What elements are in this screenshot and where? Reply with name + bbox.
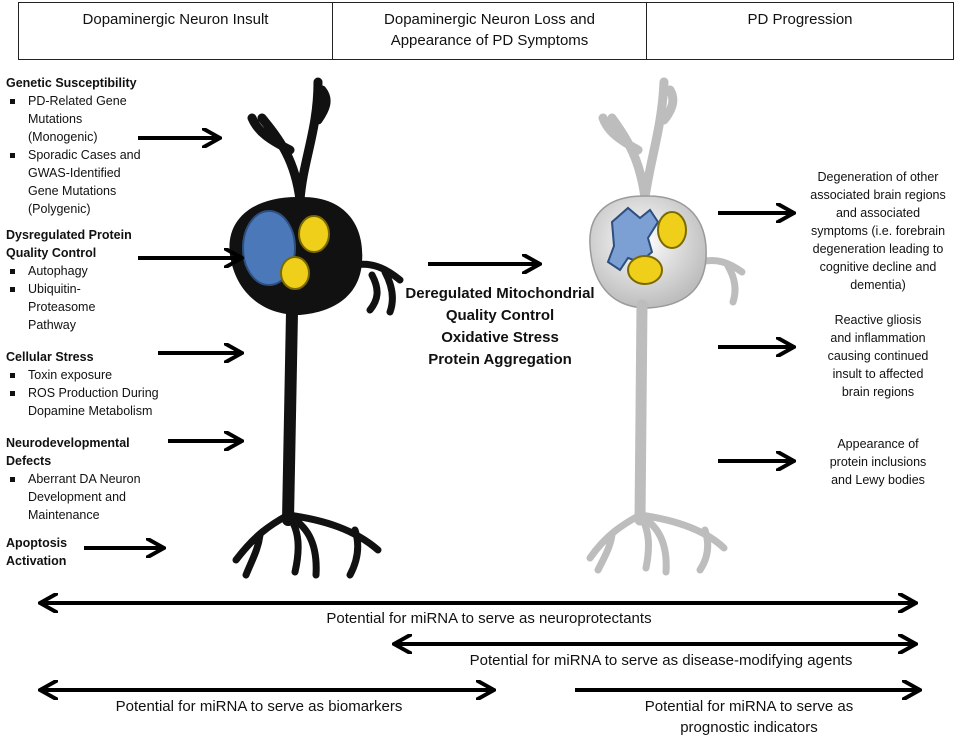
degenerated-neuron-axon: [634, 299, 648, 526]
insult-stress-bullet-2: ROS Production During Dopamine Metabolis…: [6, 384, 196, 420]
progression-gliosis: Reactive gliosis and inflammation causin…: [800, 311, 956, 401]
insult-protein-bullet-2: Ubiquitin- Proteasome Pathway: [6, 280, 156, 334]
center-mechanisms: Deregulated Mitochondrial Quality Contro…: [390, 283, 610, 371]
degenerated-mitochondrion-1: [657, 211, 687, 249]
insult-protein-b2-l3: Pathway: [28, 318, 76, 332]
header-col-loss: Dopaminergic Neuron Loss and Appearance …: [333, 3, 647, 59]
insult-genetic-b1-l2: Mutations: [28, 112, 83, 126]
header-table: Dopaminergic Neuron Insult Dopaminergic …: [18, 2, 954, 60]
center-line-1: Deregulated Mitochondrial: [405, 285, 595, 302]
degenerated-neuron-terminals: [586, 511, 728, 576]
insult-neurodev-bullet-1: Aberrant DA Neuron Development and Maint…: [6, 470, 176, 524]
degenerated-neuron-nucleus: [606, 206, 660, 272]
insult-protein-b1-l1: Autophagy: [28, 264, 88, 278]
progression-p1-l4: symptoms (i.e. forebrain: [810, 224, 946, 238]
header-col-progression-label: PD Progression: [747, 11, 853, 28]
insult-protein-b2-l2: Proteasome: [28, 300, 96, 314]
progression-p3-l3: and Lewy bodies: [831, 473, 925, 487]
center-line-2: Quality Control: [445, 307, 555, 324]
progression-p2-l2: and inflammation: [830, 331, 926, 345]
insult-genetic-b1-l1: PD-Related Gene: [28, 94, 127, 108]
progression-p2-l1: Reactive gliosis: [834, 313, 922, 327]
progression-p1-l6: cognitive decline and: [819, 260, 937, 274]
mirna-prognostic-label: Potential for miRNA to serve as prognost…: [600, 696, 898, 738]
degenerated-neuron-dendrites-top: [598, 77, 678, 203]
header-col-loss-line2: Appearance of PD Symptoms: [390, 32, 589, 49]
progression-p2-l4: insult to affected: [832, 367, 924, 381]
insult-neurodev-title-2: Defects: [6, 454, 52, 468]
insult-genetic-b2-l2: GWAS-Identified: [28, 166, 121, 180]
insult-apoptosis: Apoptosis Activation: [6, 534, 96, 570]
insult-stress-b2-l1: ROS Production During: [28, 386, 159, 400]
header-col-loss-line1: Dopaminergic Neuron Loss and: [384, 11, 595, 28]
mirna-prognostic-line-1: Potential for miRNA to serve as: [644, 698, 854, 715]
insult-neurodev-title-1: Neurodevelopmental: [6, 436, 130, 450]
insult-genetic: Genetic Susceptibility PD-Related Gene M…: [6, 74, 156, 218]
insult-stress-b2-l2: Dopamine Metabolism: [28, 404, 153, 418]
progression-p3-l2: protein inclusions: [829, 455, 927, 469]
progression-lewy: Appearance of protein inclusions and Lew…: [805, 435, 951, 489]
insult-arrows: [84, 138, 240, 548]
insult-genetic-title: Genetic Susceptibility: [6, 76, 137, 90]
healthy-neuron-terminals: [232, 511, 382, 579]
mirna-disease-modifying-label: Potential for miRNA to serve as disease-…: [426, 650, 896, 671]
mirna-arrows: [42, 603, 918, 690]
healthy-mitochondrion-1: [298, 215, 330, 253]
degenerated-mitochondrion-2: [627, 255, 663, 285]
progression-p1-l3: and associated: [835, 206, 921, 220]
insult-apoptosis-title-1: Apoptosis: [6, 536, 68, 550]
insult-neurodev: Neurodevelopmental Defects Aberrant DA N…: [6, 434, 176, 524]
insult-stress-bullet-1: Toxin exposure: [6, 366, 196, 384]
insult-apoptosis-title-2: Activation: [6, 554, 67, 568]
degenerated-neuron-dendrite-right: [696, 256, 746, 306]
insult-protein-title-2: Quality Control: [6, 246, 97, 260]
healthy-mitochondrion-2: [280, 256, 310, 290]
mirna-biomarkers-label: Potential for miRNA to serve as biomarke…: [82, 696, 436, 717]
insult-protein: Dysregulated Protein Quality Control Aut…: [6, 226, 156, 334]
healthy-neuron-dendrites-top: [247, 77, 331, 205]
insult-protein-title-1: Dysregulated Protein: [6, 228, 132, 242]
progression-p1-l2: associated brain regions: [810, 188, 946, 202]
progression-p1-l1: Degeneration of other: [817, 170, 939, 184]
insult-genetic-b2-l1: Sporadic Cases and: [28, 148, 141, 162]
progression-p2-l3: causing continued: [827, 349, 929, 363]
insult-stress-b1-l1: Toxin exposure: [28, 368, 113, 382]
insult-genetic-bullet-2: Sporadic Cases and GWAS-Identified Gene …: [6, 146, 156, 218]
header-col-insult: Dopaminergic Neuron Insult: [19, 3, 333, 59]
insult-stress: Cellular Stress Toxin exposure ROS Produ…: [6, 348, 196, 420]
insult-neurodev-b1-l3: Maintenance: [28, 508, 100, 522]
healthy-neuron: [229, 77, 404, 579]
degenerated-neuron: [586, 77, 746, 576]
header-col-insult-label: Dopaminergic Neuron Insult: [82, 11, 269, 28]
insult-neurodev-b1-l1: Aberrant DA Neuron: [28, 472, 141, 486]
header-col-progression: PD Progression: [647, 3, 953, 59]
progression-p2-l5: brain regions: [841, 385, 915, 399]
progression-arrows: [718, 213, 792, 461]
progression-p3-l1: Appearance of: [837, 437, 919, 451]
insult-neurodev-b1-l2: Development and: [28, 490, 126, 504]
progression-degeneration: Degeneration of other associated brain r…: [795, 168, 961, 294]
insult-genetic-bullet-1: PD-Related Gene Mutations (Monogenic): [6, 92, 156, 146]
center-line-4: Protein Aggregation: [428, 351, 572, 368]
insult-stress-title: Cellular Stress: [6, 350, 94, 364]
insult-protein-b2-l1: Ubiquitin-: [28, 282, 81, 296]
progression-p1-l7: dementia): [850, 278, 906, 292]
center-line-3: Oxidative Stress: [441, 329, 559, 346]
mirna-neuroprotectants-label: Potential for miRNA to serve as neuropro…: [290, 608, 688, 629]
insult-genetic-b2-l3: Gene Mutations: [28, 184, 117, 198]
healthy-neuron-axon: [282, 306, 298, 526]
progression-p1-l5: degeneration leading to: [812, 242, 944, 256]
mirna-prognostic-line-2: prognostic indicators: [680, 719, 818, 736]
insult-genetic-b2-l4: (Polygenic): [28, 202, 91, 216]
insult-genetic-b1-l3: (Monogenic): [28, 130, 98, 144]
insult-protein-bullet-1: Autophagy: [6, 262, 156, 280]
